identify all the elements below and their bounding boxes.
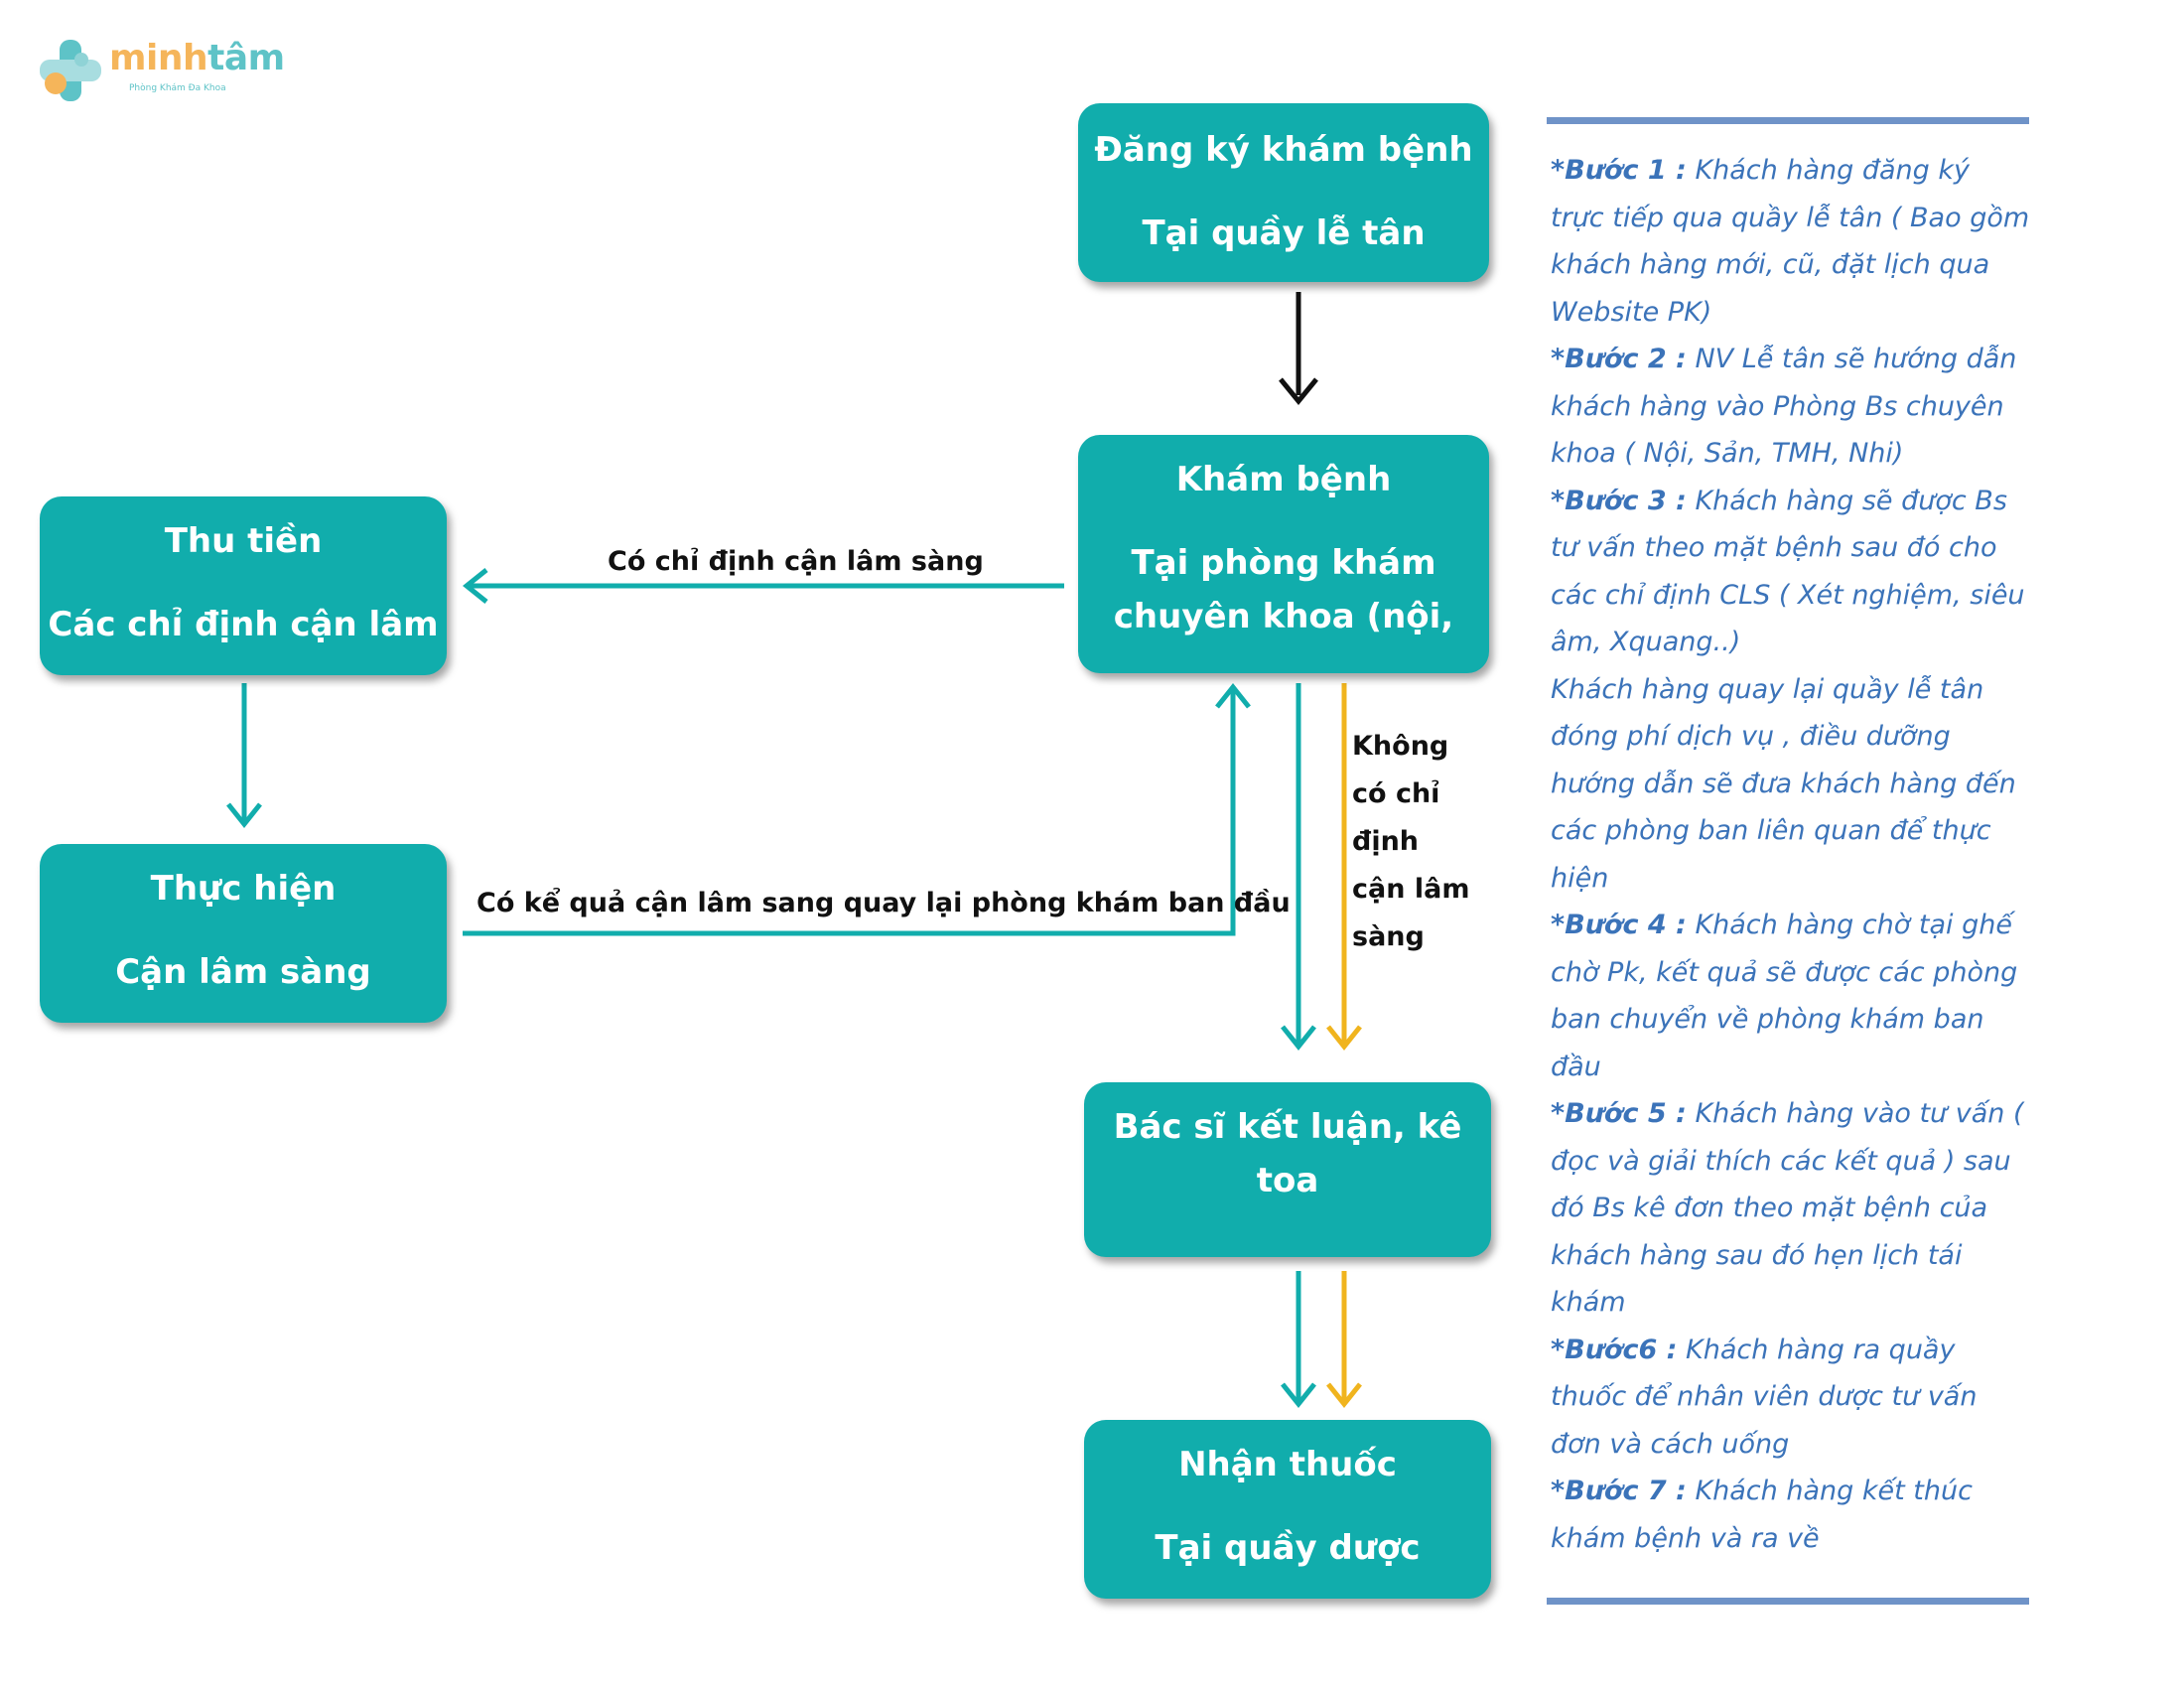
step-label: *Bước 1 : [1551, 155, 1687, 186]
label-no-cls-line: Không [1352, 731, 1449, 762]
step-text: Khách hàng ra quầy thuốc để nhân viên dư… [1551, 1334, 1978, 1460]
steps-text: *Bước 1 : Khách hàng đăng ký trực tiếp q… [1551, 147, 2031, 1562]
step-label: *Bước 4 : [1551, 910, 1687, 940]
step-text: Khách hàng chờ tại ghế chờ Pk, kết quả s… [1551, 910, 2018, 1082]
box-line: Thu tiền [164, 521, 323, 561]
step-text: Khách hàng sẽ được Bs tư vấn theo mặt bệ… [1551, 485, 2025, 658]
label-no-cls-line: định [1352, 826, 1420, 857]
step-text: Khách hàng kết thúc khám bệnh và ra về [1551, 1476, 1973, 1554]
box-line: chuyên khoa (nội, [1113, 597, 1454, 636]
step-paragraph: *Bước 7 : Khách hàng kết thúc khám bệnh … [1551, 1468, 2031, 1562]
label-no-cls-line: sàng [1352, 921, 1425, 952]
step-paragraph: Khách hàng quay lại quầy lễ tân đóng phí… [1551, 666, 2031, 903]
box-line: Tại phòng khám [1131, 543, 1436, 583]
logo-wordmark: minhtâm [109, 38, 285, 78]
step-text: Khách hàng vào tư vấn ( đọc và giải thíc… [1551, 1098, 2024, 1318]
step-box-perform: Thực hiện Cận lâm sàng [40, 844, 447, 1023]
clinic-logo: minhtâm Phòng Khám Đa Khoa [38, 38, 285, 107]
steps-panel: *Bước 1 : Khách hàng đăng ký trực tiếp q… [1547, 117, 2033, 1607]
step-paragraph: *Bước 1 : Khách hàng đăng ký trực tiếp q… [1551, 147, 2031, 336]
step-box-conclude: Bác sĩ kết luận, kê toa [1084, 1082, 1491, 1257]
label-no-cls: Không có chỉ định cận lâm sàng [1352, 723, 1481, 961]
step-paragraph: *Bước6 : Khách hàng ra quầy thuốc để nhâ… [1551, 1327, 2031, 1469]
label-no-cls-line: có chỉ [1352, 778, 1440, 809]
steps-bottom-rule [1547, 1598, 2029, 1605]
step-label: *Bước 5 : [1551, 1098, 1687, 1129]
box-line: Tại quầy lễ tân [1142, 213, 1426, 253]
step-paragraph: *Bước 3 : Khách hàng sẽ được Bs tư vấn t… [1551, 478, 2031, 666]
label-has-cls: Có chỉ định cận lâm sàng [608, 546, 984, 577]
step-text: Khách hàng quay lại quầy lễ tân đóng phí… [1551, 673, 2016, 894]
arrow-register-to-exam [1279, 292, 1318, 405]
step-box-medicine: Nhận thuốc Tại quầy dược [1084, 1420, 1491, 1599]
arrow-conclude-to-medicine-teal [1281, 1271, 1316, 1409]
box-line: Tại quầy dược [1155, 1528, 1421, 1568]
step-label: *Bước 7 : [1551, 1476, 1687, 1506]
label-no-cls-line: cận lâm [1352, 874, 1470, 905]
box-line: Bác sĩ kết luận, kê [1113, 1107, 1462, 1147]
step-text: Khách hàng đăng ký trực tiếp qua quầy lễ… [1551, 155, 2030, 328]
box-line: Cận lâm sàng [115, 952, 371, 992]
box-line: Nhận thuốc [1178, 1445, 1397, 1484]
step-paragraph: *Bước 4 : Khách hàng chờ tại ghế chờ Pk,… [1551, 902, 2031, 1090]
cross-logo-icon [40, 40, 101, 101]
step-label: *Bước 2 : [1551, 344, 1687, 374]
steps-top-rule [1547, 117, 2029, 124]
step-label: *Bước 3 : [1551, 485, 1687, 516]
step-text: NV Lễ tân sẽ hướng dẫn khách hàng vào Ph… [1551, 344, 2017, 469]
box-line: Đăng ký khám bệnh [1094, 130, 1473, 170]
step-box-payment: Thu tiền Các chỉ định cận lâm [40, 496, 447, 675]
arrow-exam-to-conclude-teal [1281, 683, 1316, 1052]
box-line: Các chỉ định cận lâm [48, 605, 439, 644]
step-paragraph: *Bước 5 : Khách hàng vào tư vấn ( đọc và… [1551, 1090, 2031, 1327]
box-line: Thực hiện [150, 869, 337, 909]
logo-subtitle: Phòng Khám Đa Khoa [129, 83, 226, 93]
arrow-conclude-to-medicine-gold [1326, 1271, 1362, 1409]
logo-word-minh: minh [109, 38, 208, 78]
step-box-register: Đăng ký khám bệnh Tại quầy lễ tân [1078, 103, 1489, 282]
box-line: Khám bệnh [1175, 460, 1392, 499]
arrow-payment-to-perform [226, 683, 262, 829]
label-return-to-exam: Có kể quả cận lâm sang quay lại phòng kh… [477, 888, 1291, 918]
step-label: *Bước6 : [1551, 1334, 1678, 1365]
logo-word-tam: tâm [207, 38, 285, 78]
box-line: toa [1256, 1161, 1319, 1200]
step-paragraph: *Bước 2 : NV Lễ tân sẽ hướng dẫn khách h… [1551, 336, 2031, 478]
step-box-exam: Khám bệnh Tại phòng khám chuyên khoa (nộ… [1078, 435, 1489, 673]
